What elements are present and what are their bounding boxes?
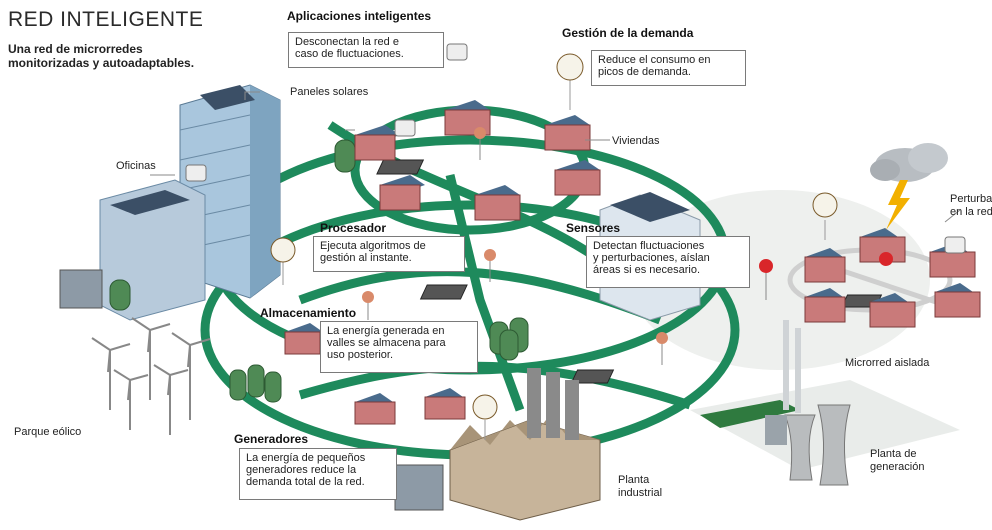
demanda-heading: Gestión de la demanda bbox=[562, 26, 694, 40]
almacenamiento-heading: Almacenamiento bbox=[260, 306, 357, 320]
label-viviendas: Viviendas bbox=[612, 135, 660, 147]
label-planta-industrial: Planta industrial bbox=[618, 474, 663, 499]
label-microrred: Microrred aislada bbox=[845, 357, 930, 369]
aplicaciones-heading: Aplicaciones inteligentes bbox=[287, 9, 432, 23]
houses bbox=[284, 100, 981, 425]
generadores-heading: Generadores bbox=[234, 432, 309, 446]
sensor-beacons bbox=[362, 127, 893, 365]
procesador-heading: Procesador bbox=[320, 221, 387, 235]
sensores-heading: Sensores bbox=[566, 221, 621, 235]
page-title: RED INTELIGENTE bbox=[8, 8, 204, 31]
almacenamiento-box: La energía generada en valles se almacen… bbox=[320, 321, 478, 373]
office-tower bbox=[59, 84, 281, 321]
industrial-plant bbox=[394, 368, 601, 521]
meter-gauges bbox=[270, 53, 838, 440]
storm-cloud-icon bbox=[870, 143, 948, 230]
microgrid-platform bbox=[630, 190, 930, 370]
procesador-box: Ejecuta algoritmos de gestión al instant… bbox=[313, 236, 465, 272]
wind-turbines bbox=[91, 317, 211, 435]
label-planta-generacion: Planta de generación bbox=[870, 448, 925, 473]
aplicaciones-box: Desconectan la red e caso de fluctuacion… bbox=[288, 32, 444, 68]
demanda-box: Reduce el consumo en picos de demanda. bbox=[591, 50, 746, 86]
label-perturbacion: Perturbació en la red bbox=[950, 193, 992, 218]
label-paneles: Paneles solares bbox=[290, 86, 369, 98]
leader-lines bbox=[150, 91, 961, 223]
label-parque: Parque eólico bbox=[14, 426, 82, 438]
processor-chips bbox=[376, 159, 883, 384]
power-plant bbox=[700, 320, 851, 486]
generadores-box: La energía de pequeños generadores reduc… bbox=[239, 448, 397, 500]
page-subtitle: Una red de microrredes monitorizadas y a… bbox=[8, 42, 195, 70]
sensores-box: Detectan fluctuaciones y perturbaciones,… bbox=[586, 236, 750, 288]
storage-tanks bbox=[109, 139, 529, 403]
label-oficinas: Oficinas bbox=[116, 160, 156, 172]
smart-plug-icons bbox=[185, 43, 966, 254]
